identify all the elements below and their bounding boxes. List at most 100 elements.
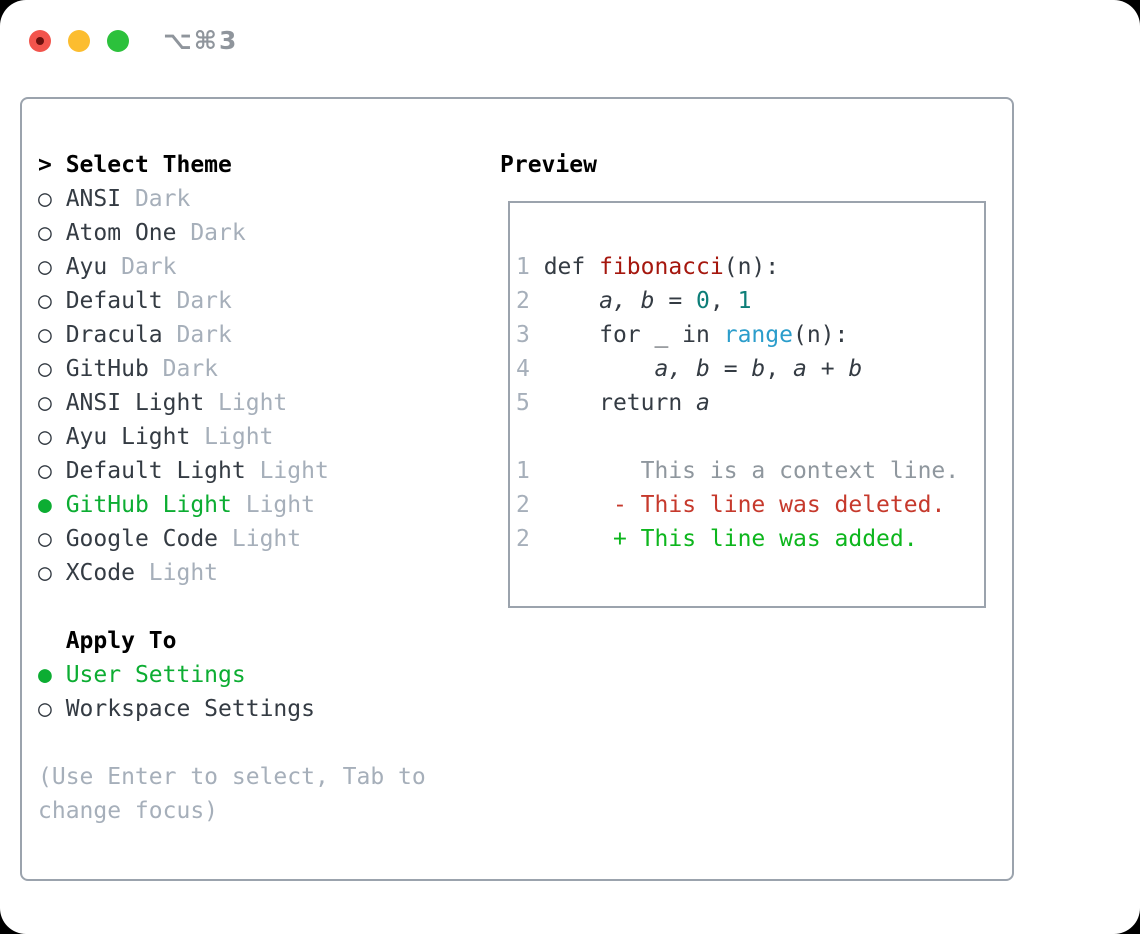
line-number: 4 [516,356,530,382]
spacer [38,590,426,624]
code-text: , [765,356,793,382]
radio-icon: ○ [38,356,52,382]
theme-variant: Dark [121,254,177,280]
radio-icon: ○ [38,696,52,722]
diff-pad [544,492,613,518]
radio-selected-icon: ● [38,662,52,688]
apply-option-label: User Settings [65,662,246,688]
apply-option-workspace-settings[interactable]: ○ Workspace Settings [38,692,426,726]
code-text: = [709,356,752,382]
radio-icon: ○ [38,220,52,246]
window-shortcut-label: ⌥⌘3 [163,26,239,55]
code-indent [544,322,599,348]
select-theme-header: > Select Theme [38,148,426,182]
spacer [38,726,426,760]
diff-deleted-text: - This line was deleted. [612,492,946,518]
help-text-line-2: change focus) [38,798,219,824]
theme-item-ayu-dark[interactable]: ○ Ayu Dark [38,250,426,284]
diff-added-text: + This line was added. [612,526,918,552]
theme-variant: Light [231,526,302,552]
theme-name: Dracula [65,322,163,348]
radio-icon: ○ [38,424,52,450]
theme-item-ayu-light[interactable]: ○ Ayu Light Light [38,420,426,454]
code-line-1: 1 def fibonacci(n): [516,250,978,284]
theme-item-xcode-light[interactable]: ○ XCode Light [38,556,426,590]
theme-variant: Dark [176,288,232,314]
titlebar: ⌥⌘3 [29,26,238,55]
minimize-button[interactable] [68,29,90,52]
diff-added-line: 2 + This line was added. [516,522,978,556]
radio-icon: ○ [38,254,52,280]
builtin-function: range [723,322,793,348]
apply-to-header: Apply To [38,624,426,658]
theme-name: Atom One [65,220,177,246]
theme-name: Default Light [65,458,246,484]
variable: a, b [599,288,655,314]
code-text: , [709,288,738,314]
apply-option-user-settings[interactable]: ● User Settings [38,658,426,692]
code-text: for _ in [599,322,724,348]
theme-name: Google Code [65,526,219,552]
variable: a [696,390,710,416]
help-text-line-1: (Use Enter to select, Tab to [38,764,426,790]
section-title: Preview [500,152,597,178]
theme-variant: Light [204,424,274,450]
line-number: 1 [516,458,530,484]
diff-pad [544,458,641,484]
radio-icon: ○ [38,322,52,348]
preview-header: Preview [500,148,597,182]
section-title: Apply To [65,628,177,654]
theme-variant: Light [245,492,315,518]
code-text: (n): [723,254,780,280]
number-literal: 0 [696,288,710,314]
spacer [516,420,978,454]
code-indent [544,390,599,416]
theme-name: GitHub Light [65,492,232,518]
radio-icon: ○ [38,390,52,416]
code-line-5: 5 return a [516,386,978,420]
theme-name: Ayu Light [65,424,191,450]
section-title: Select Theme [65,152,232,178]
theme-item-github-light-selected[interactable]: ● GitHub Light Light [38,488,426,522]
close-button[interactable] [29,29,51,52]
variable: b [751,356,766,382]
zoom-button[interactable] [107,29,129,52]
radio-icon: ○ [38,186,52,212]
diff-deleted-line: 2 - This line was deleted. [516,488,978,522]
theme-name: Ayu [65,254,108,280]
line-number: 1 [516,254,530,280]
line-number: 5 [516,390,530,416]
theme-item-atom-one-dark[interactable]: ○ Atom One Dark [38,216,426,250]
theme-variant: Light [259,458,329,484]
code-text: def [543,254,600,280]
variable: a, b [654,356,710,382]
theme-variant: Light [218,390,288,416]
function-name: fibonacci [599,254,724,280]
caret-icon: > [38,152,52,178]
code-line-3: 3 for _ in range(n): [516,318,978,352]
variable: b [848,356,863,382]
radio-icon: ○ [38,560,52,586]
code-line-2: 2 a, b = 0, 1 [516,284,978,318]
radio-selected-icon: ● [38,492,52,518]
code-text: = [654,288,697,314]
theme-item-google-code-light[interactable]: ○ Google Code Light [38,522,426,556]
code-text: (n): [792,322,849,348]
theme-variant: Light [148,560,219,586]
diff-context-text: This is a context line. [640,458,960,484]
apply-option-label: Workspace Settings [65,696,315,722]
radio-icon: ○ [38,526,52,552]
theme-name: XCode [65,560,135,586]
theme-variant: Dark [190,220,246,246]
line-number: 2 [516,526,530,552]
code-indent [544,356,655,382]
